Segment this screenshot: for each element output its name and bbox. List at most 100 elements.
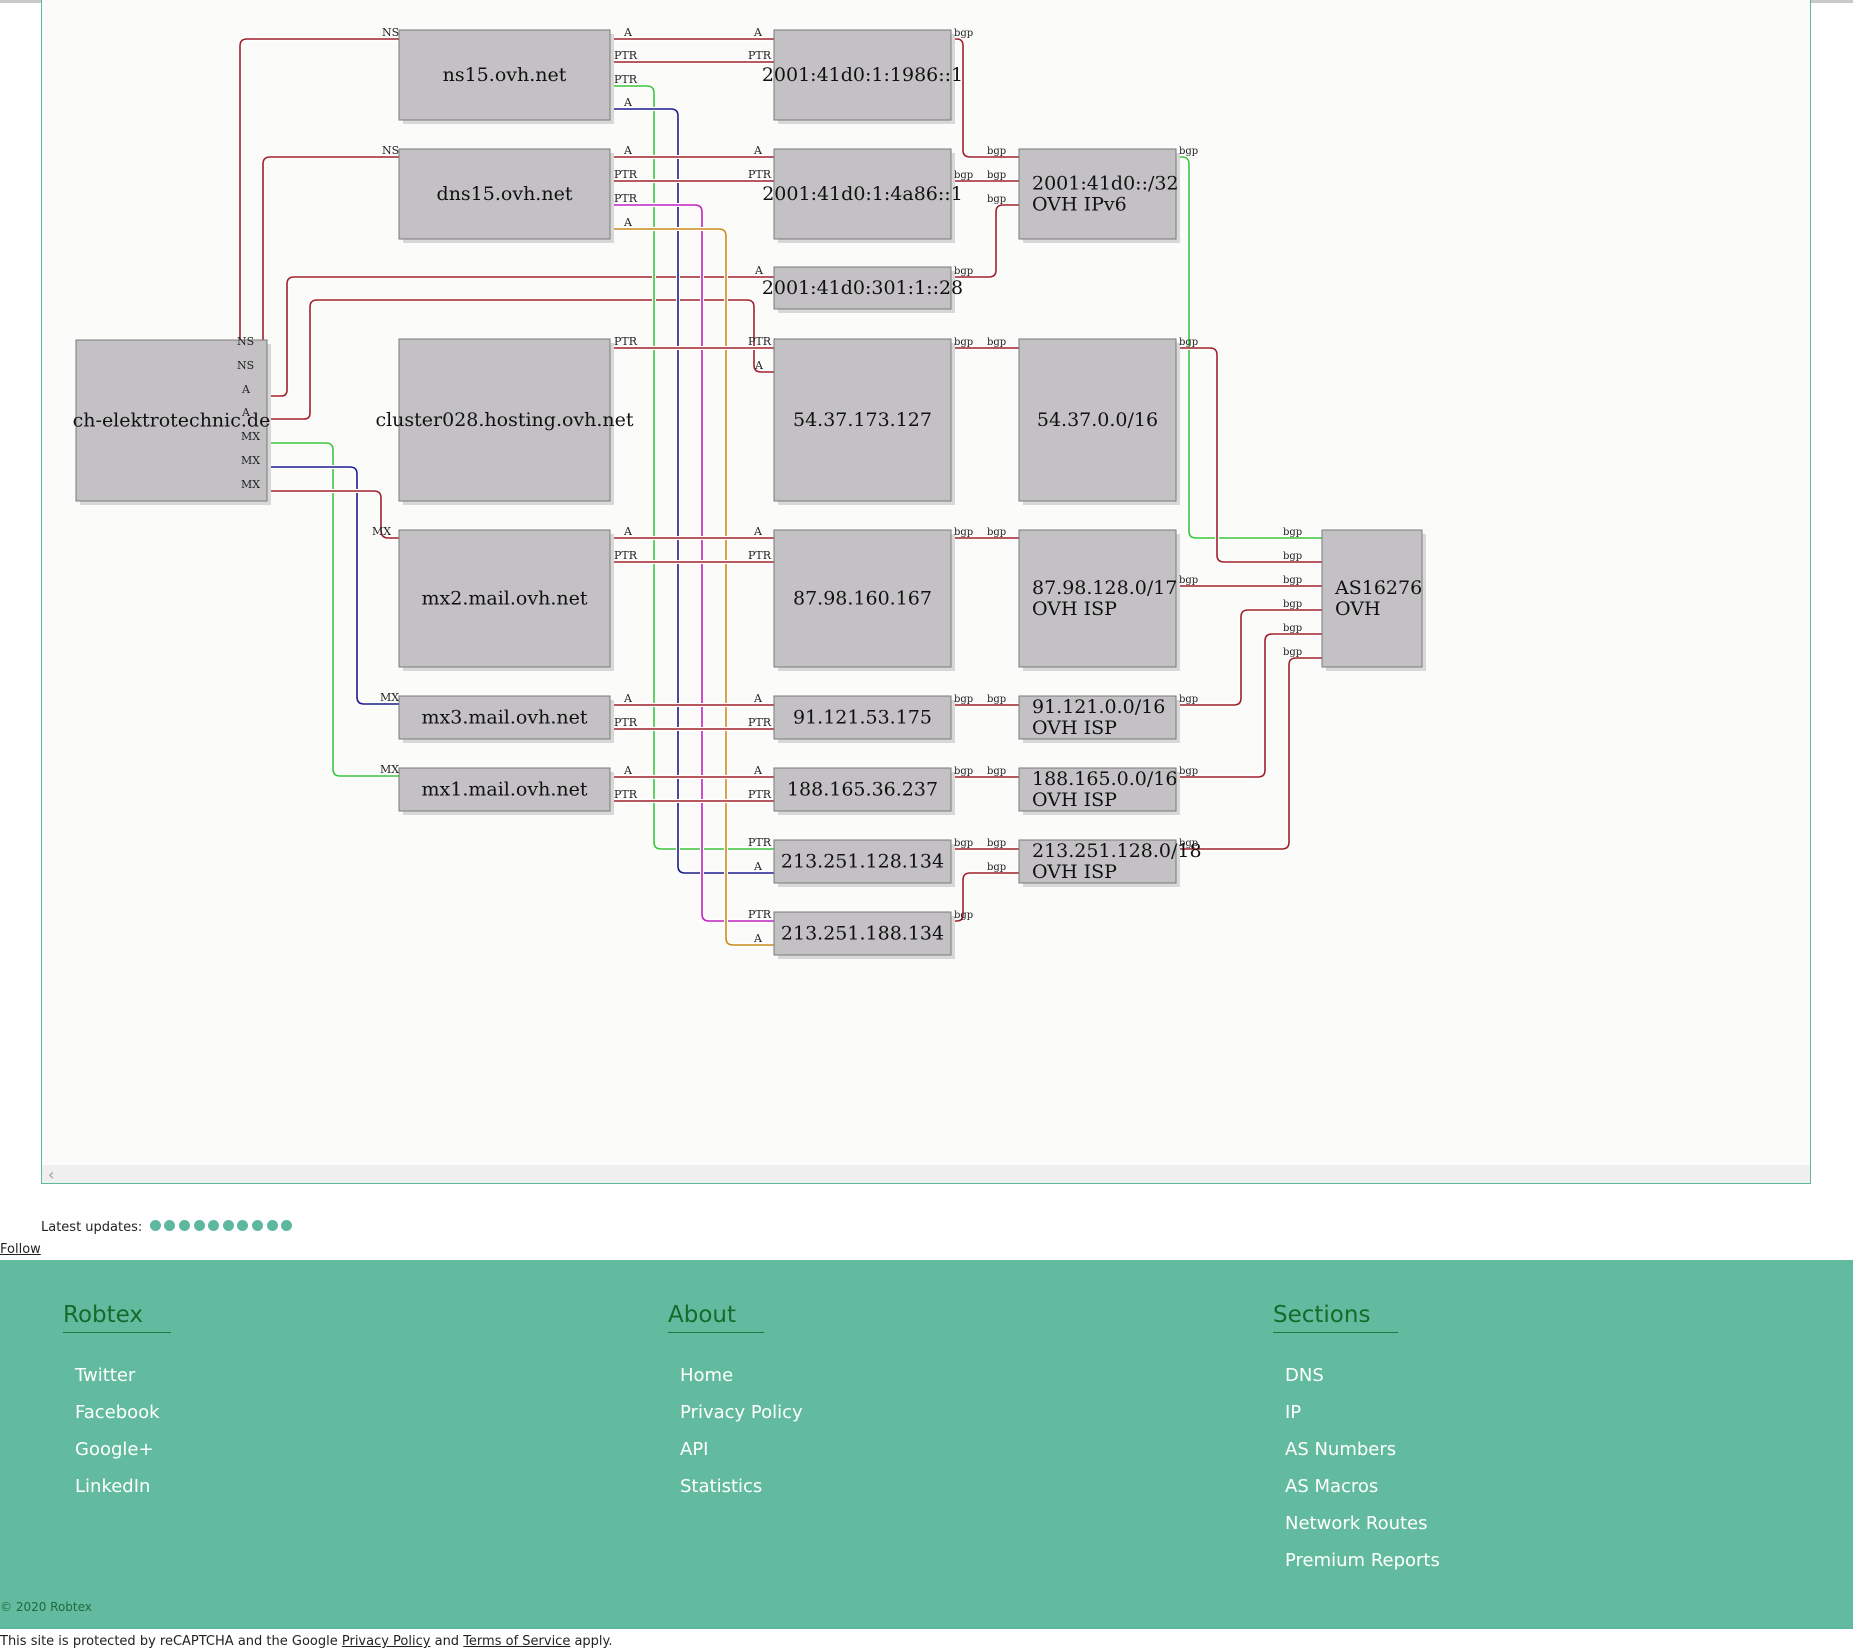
footer-link-ip[interactable]: IP (1285, 1402, 1302, 1423)
follow-link[interactable]: Follow (0, 1242, 41, 1257)
edge-label-bgp: bgp (987, 337, 1006, 348)
edge-label-ptr: PTR (614, 49, 638, 62)
node-label: 213.251.128.0/18 (1032, 840, 1202, 862)
edge-label-ptr: PTR (748, 716, 772, 729)
node-ip6a[interactable]: 2001:41d0:1:1986::1 (762, 29, 963, 124)
update-dot[interactable] (222, 1220, 234, 1231)
node-label: OVH IPv6 (1032, 194, 1127, 216)
edge-label-a: A (623, 26, 633, 39)
node-cluster[interactable]: cluster028.hosting.ovh.net (375, 338, 634, 505)
footer-link-api[interactable]: API (680, 1439, 709, 1460)
node-box (773, 266, 952, 310)
node-mx2[interactable]: mx2.mail.ovh.net (398, 529, 614, 671)
edge-label-bgp: bgp (987, 527, 1006, 538)
node-dns15[interactable]: dns15.ovh.net (398, 148, 614, 243)
node-ip6b[interactable]: 2001:41d0:1:4a86::1 (762, 148, 963, 243)
footer-link-as-macros[interactable]: AS Macros (1285, 1476, 1379, 1497)
update-dot[interactable] (149, 1220, 161, 1231)
edge-label-bgp: bgp (954, 694, 973, 705)
node-box (398, 148, 611, 240)
edge-label-bgp: bgp (1283, 527, 1302, 538)
node-ip91[interactable]: 91.121.53.175 (773, 695, 955, 743)
footer-link-linkedin[interactable]: LinkedIn (75, 1476, 151, 1497)
node-label: cluster028.hosting.ovh.net (375, 409, 633, 431)
edge-label-bgp: bgp (987, 838, 1006, 849)
e-ns15-a-blue-halo (610, 107, 774, 875)
edge-label-bgp: bgp (1283, 647, 1302, 658)
e-as-net213-halo (1176, 656, 1322, 851)
edge-label-a: A (623, 216, 633, 229)
e-mx-red (228, 490, 399, 539)
update-dot[interactable] (179, 1220, 191, 1231)
horizontal-scrollbar[interactable]: ‹ › (42, 1165, 1810, 1184)
edge-label-ptr: PTR (748, 788, 772, 801)
update-dot[interactable] (193, 1220, 205, 1231)
terms-of-service-link[interactable]: Terms of Service (463, 1634, 571, 1649)
footer-link-statistics[interactable]: Statistics (680, 1476, 763, 1497)
footer-link-twitter[interactable]: Twitter (75, 1365, 136, 1386)
footer-link-dns[interactable]: DNS (1285, 1365, 1324, 1386)
node-label: 87.98.160.167 (793, 588, 932, 610)
edge-label-bgp: bgp (1283, 599, 1302, 610)
edge-label-bgp: bgp (954, 170, 973, 181)
scroll-left-arrow-icon[interactable]: ‹ (48, 1165, 55, 1184)
node-ip6c[interactable]: 2001:41d0:301:1::28 (762, 266, 963, 313)
update-dot[interactable] (281, 1220, 293, 1231)
node-ip213a[interactable]: 213.251.128.134 (773, 839, 955, 887)
node-label: 188.165.0.0/16 (1032, 768, 1177, 790)
node-label: mx2.mail.ovh.net (422, 588, 588, 610)
node-ip87[interactable]: 87.98.160.167 (773, 529, 955, 671)
latest-updates: Latest updates: (41, 1220, 293, 1235)
update-dot[interactable] (237, 1220, 249, 1231)
update-dot[interactable] (266, 1220, 278, 1231)
node-ns15[interactable]: ns15.ovh.net (398, 29, 614, 124)
node-mx1[interactable]: mx1.mail.ovh.net (398, 767, 614, 815)
graph-frame[interactable]: ns15.ovh.net dns15.ovh.net cluster028.host… (41, 0, 1811, 1184)
node-ip188[interactable]: 188.165.36.237 (773, 767, 955, 815)
edge-label-bgp: bgp (1179, 146, 1198, 157)
node-ip213b[interactable]: 213.251.188.134 (773, 911, 955, 959)
privacy-policy-link[interactable]: Privacy Policy (341, 1634, 431, 1649)
edge-label-ns: NS (382, 26, 399, 39)
node-label: mx3.mail.ovh.net (422, 707, 588, 729)
node-domain[interactable]: ch-elektrotechnic.de (73, 339, 271, 505)
edge-label-a: A (241, 406, 251, 419)
edge-label-bgp: bgp (987, 694, 1006, 705)
node-net54[interactable]: 54.37.0.0/16 (1018, 338, 1180, 505)
edge-label-bgp: bgp (987, 862, 1006, 873)
node-ip54[interactable]: 54.37.173.127 (773, 338, 955, 505)
update-dot[interactable] (164, 1220, 176, 1231)
node-box (75, 339, 268, 502)
edge-label-bgp: bgp (987, 170, 1006, 181)
edge-label-mx: MX (241, 478, 260, 491)
edge-label-ptr: PTR (614, 788, 638, 801)
recaptcha-and: and (430, 1634, 464, 1649)
footer-link-home[interactable]: Home (680, 1365, 734, 1386)
footer-link-premium-reports[interactable]: Premium Reports (1285, 1550, 1440, 1571)
update-dot[interactable] (208, 1220, 220, 1231)
footer-link-privacy-policy[interactable]: Privacy Policy (680, 1402, 803, 1423)
recaptcha-notice: This site is protected by reCAPTCHA and … (0, 1634, 613, 1649)
e-bgp-ip6c (951, 204, 1019, 278)
footer-link-network-routes[interactable]: Network Routes (1285, 1513, 1428, 1534)
footer-link-google[interactable]: Google+ (75, 1439, 154, 1460)
e-bgp-ip6a-halo (951, 37, 1019, 159)
edge-label-mx: MX (380, 691, 399, 704)
footer-link-as-numbers[interactable]: AS Numbers (1285, 1439, 1397, 1460)
node-label: AS16276 (1334, 577, 1422, 599)
node-box (773, 148, 952, 240)
edge-label-bgp: bgp (1283, 623, 1302, 634)
update-dot[interactable] (252, 1220, 264, 1231)
node-mx3[interactable]: mx3.mail.ovh.net (398, 695, 614, 743)
node-box (773, 767, 952, 812)
edge-label-ptr: PTR (748, 549, 772, 562)
footer-link-facebook[interactable]: Facebook (75, 1402, 160, 1423)
e-as-net54 (1176, 347, 1322, 563)
